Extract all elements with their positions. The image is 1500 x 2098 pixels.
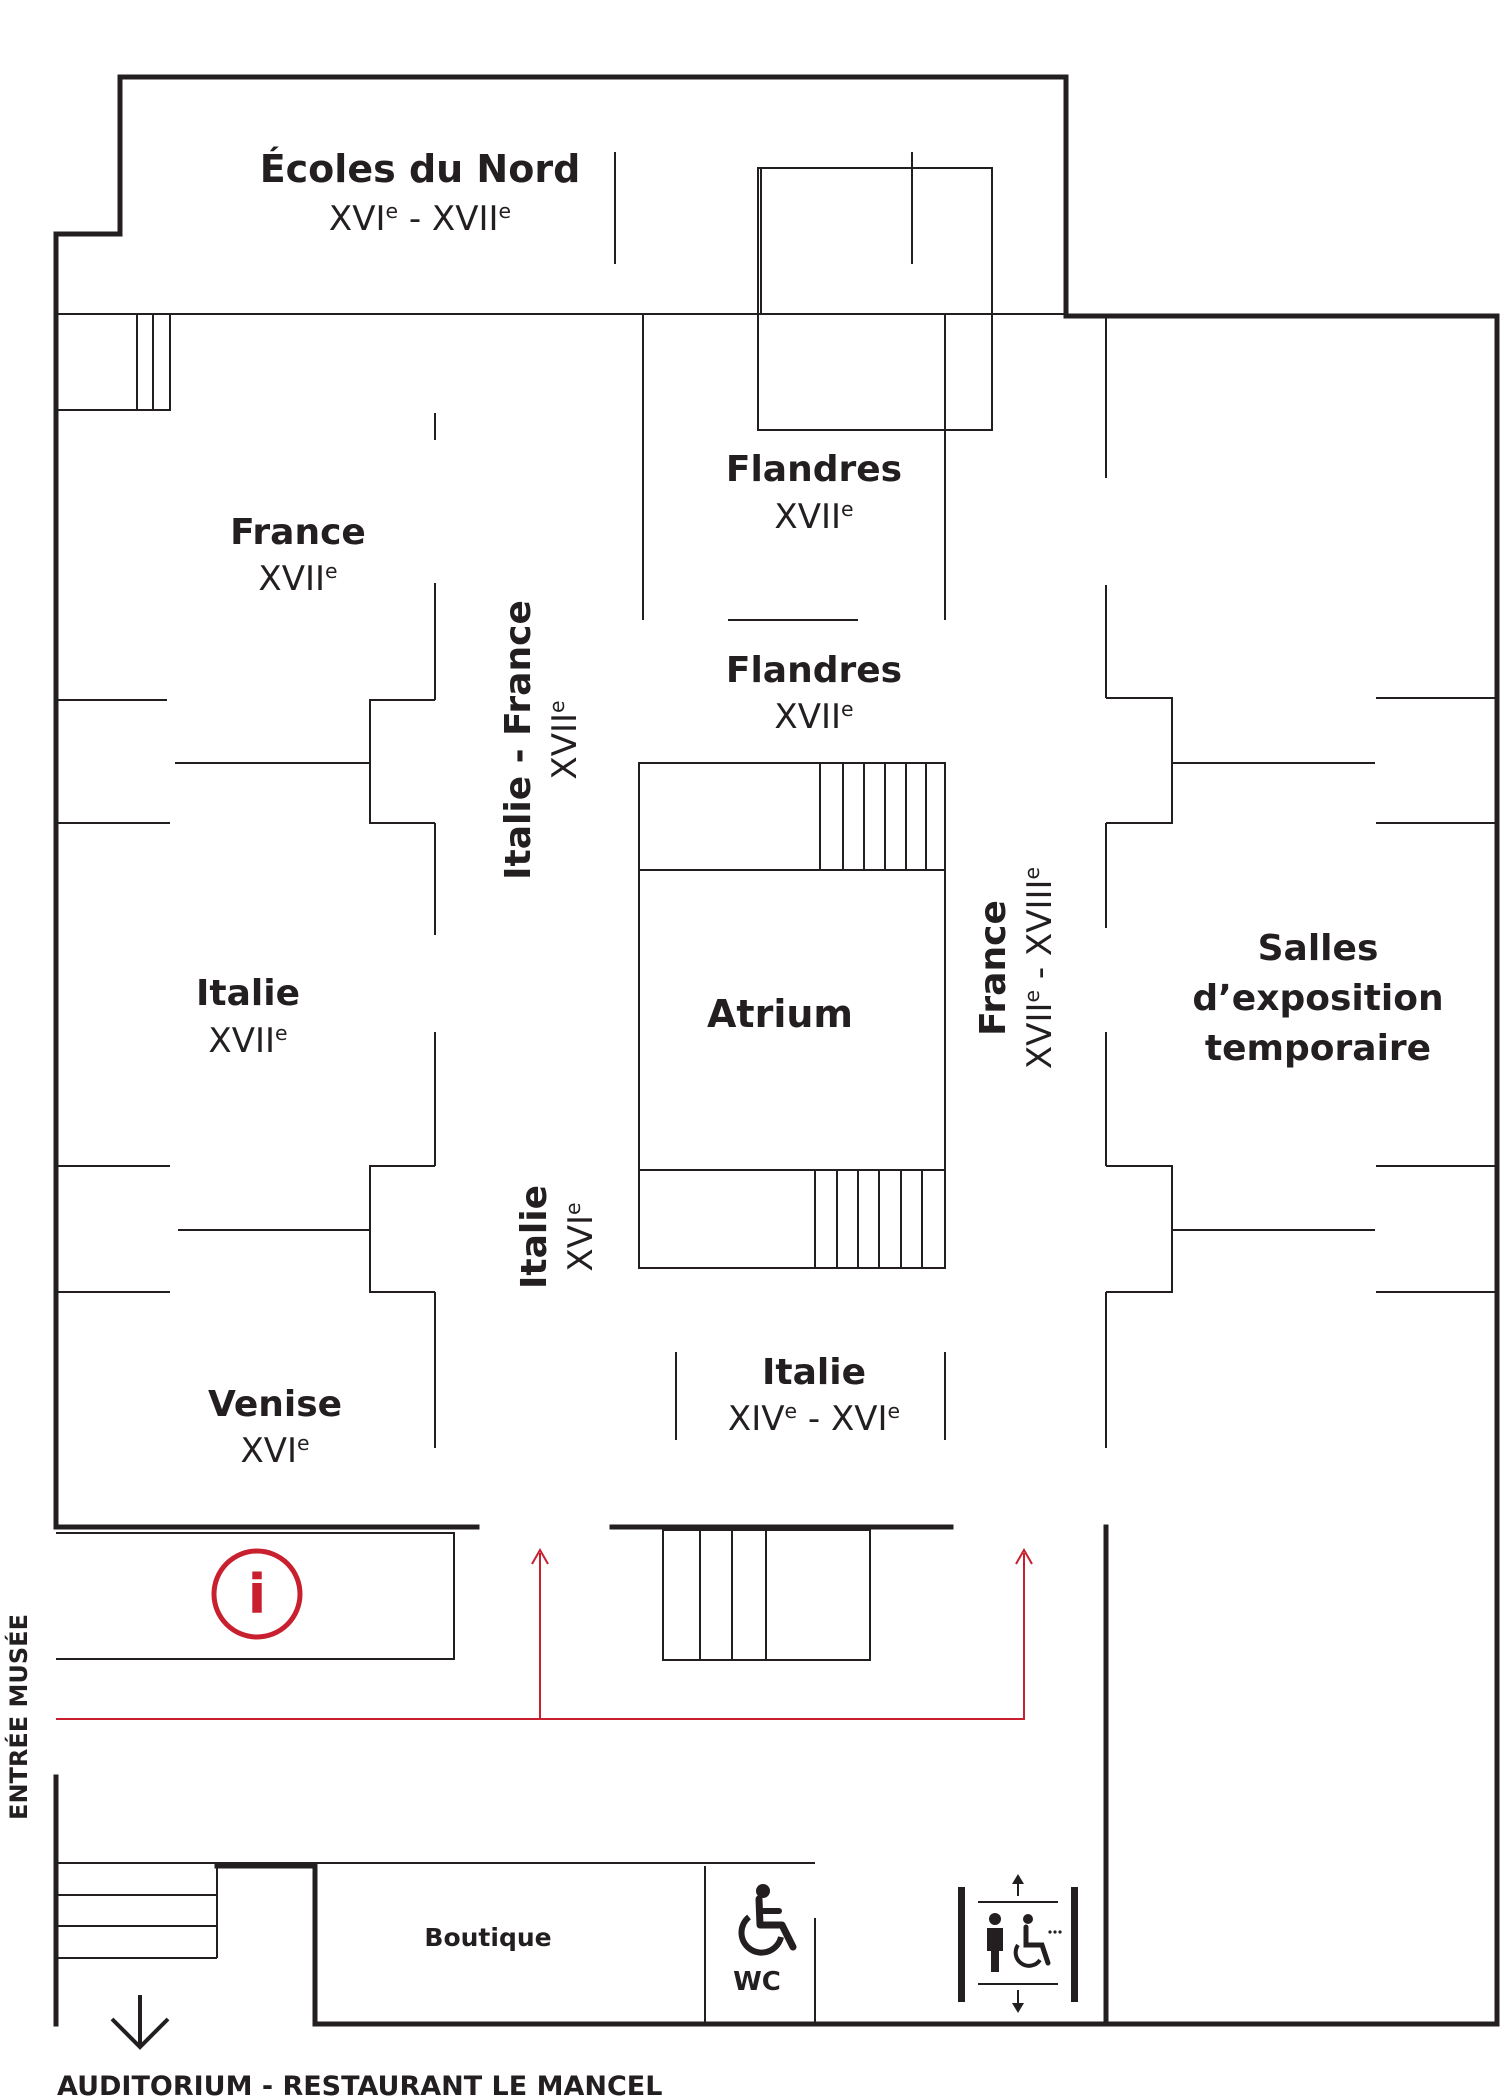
room-italie-south: Italie XIVe - XVIe xyxy=(728,1352,900,1439)
svg-text:Italie: Italie xyxy=(514,1185,555,1289)
room-flandres-top: Flandres XVIIe xyxy=(726,449,902,537)
svg-text:Venise: Venise xyxy=(208,1384,342,1425)
interior-walls xyxy=(55,152,1497,2027)
svg-text:XVIIe: XVIIe xyxy=(545,700,585,779)
svg-text:XVIe: XVIe xyxy=(240,1431,309,1471)
svg-text:Écoles du Nord: Écoles du Nord xyxy=(260,147,581,191)
svg-text:Salles: Salles xyxy=(1258,928,1379,969)
room-flandres-mid: Flandres XVIIe xyxy=(726,650,902,737)
svg-text:XVIIe - XVIIIe: XVIIe - XVIIIe xyxy=(1020,867,1060,1069)
wheelchair-icon[interactable] xyxy=(738,1884,797,1956)
svg-text:XVIIe: XVIIe xyxy=(208,1021,287,1061)
svg-text:France: France xyxy=(230,512,366,553)
boutique-label: Boutique xyxy=(424,1923,551,1952)
svg-text:Flandres: Flandres xyxy=(726,449,902,490)
svg-text:XVIIe: XVIIe xyxy=(774,497,853,537)
atrium-stair-top xyxy=(819,763,927,870)
svg-text:Italie: Italie xyxy=(762,1352,866,1393)
svg-text:temporaire: temporaire xyxy=(1205,1028,1431,1069)
svg-text:XVIe: XVIe xyxy=(561,1202,601,1271)
atrium-block xyxy=(638,762,946,1269)
info-icon[interactable]: i xyxy=(211,1548,303,1640)
room-italie-west: Italie XVIIe xyxy=(196,973,300,1061)
entrance-label: ENTRÉE MUSÉE xyxy=(4,1614,33,1820)
svg-text:i: i xyxy=(248,1563,267,1626)
room-salles-temporaires: Salles d’exposition temporaire xyxy=(1192,928,1443,1069)
room-italie-france: Italie - France XVIIe xyxy=(498,600,585,880)
room-atrium: Atrium xyxy=(707,992,853,1036)
svg-text:Flandres: Flandres xyxy=(726,650,902,691)
room-france-west: France XVIIe xyxy=(230,512,366,599)
down-arrow-icon[interactable] xyxy=(110,1995,170,2050)
room-venise: Venise XVIe xyxy=(208,1384,342,1471)
entrance-area xyxy=(56,1529,871,2024)
svg-text:XVIIe: XVIIe xyxy=(258,559,337,599)
wc-label: WC xyxy=(733,1967,781,1997)
visitor-route xyxy=(56,1547,1033,1720)
svg-text:Italie: Italie xyxy=(196,973,300,1014)
svg-text:XIVe - XVIe: XIVe - XVIe xyxy=(728,1399,900,1439)
svg-text:XVIe - XVIIe: XVIe - XVIIe xyxy=(329,199,511,239)
svg-text:France: France xyxy=(973,900,1014,1036)
svg-text:Atrium: Atrium xyxy=(707,992,853,1036)
room-italie-xvi: Italie XVIe xyxy=(514,1185,601,1289)
room-france-east: France XVIIe - XVIIIe xyxy=(973,867,1060,1069)
elevator-icon[interactable] xyxy=(958,1874,1078,2013)
outer-walls xyxy=(53,74,1500,2027)
svg-text:XVIIe: XVIIe xyxy=(774,697,853,737)
room-ecoles-du-nord: Écoles du Nord XVIe - XVIIe xyxy=(260,147,581,239)
exit-label: AUDITORIUM - RESTAURANT LE MANCEL xyxy=(57,2071,662,2098)
atrium-stair-bottom xyxy=(814,1170,923,1268)
svg-text:Italie - France: Italie - France xyxy=(498,600,539,880)
svg-text:d’exposition: d’exposition xyxy=(1192,978,1443,1019)
